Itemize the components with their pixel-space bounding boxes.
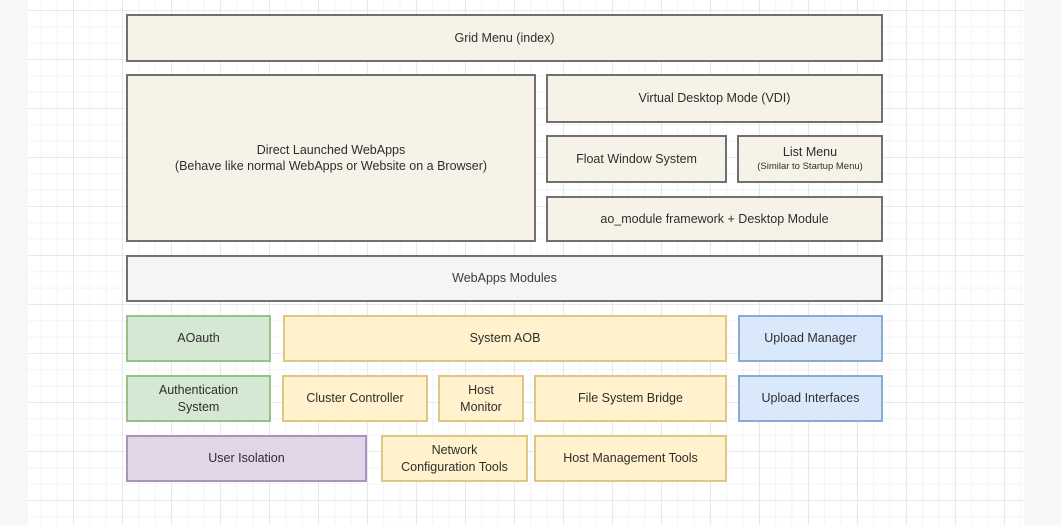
node-cluster-controller: Cluster Controller: [282, 375, 428, 422]
node-webapps-modules-label: WebApps Modules: [452, 271, 557, 286]
node-upload-manager-label: Upload Manager: [764, 331, 857, 346]
node-direct-launched-webapps-label: Direct Launched WebApps (Behave like nor…: [174, 142, 488, 173]
node-direct-launched-webapps: Direct Launched WebApps (Behave like nor…: [126, 74, 536, 242]
node-system-aob-label: System AOB: [469, 331, 541, 346]
node-virtual-desktop-mode-label: Virtual Desktop Mode (VDI): [638, 91, 791, 106]
node-list-menu-sublabel: (Similar to Startup Menu): [757, 161, 863, 173]
node-user-isolation: User Isolation: [126, 435, 367, 482]
node-grid-menu-label: Grid Menu (index): [454, 30, 555, 45]
node-ao-module-framework-label: ao_module framework + Desktop Module: [600, 211, 829, 226]
node-user-isolation-label: User Isolation: [208, 451, 285, 466]
node-list-menu: List Menu (Similar to Startup Menu): [737, 135, 883, 183]
node-upload-interfaces-label: Upload Interfaces: [761, 391, 860, 406]
node-virtual-desktop-mode: Virtual Desktop Mode (VDI): [546, 74, 883, 123]
node-network-configuration-tools-label: Network Configuration Tools: [401, 443, 508, 474]
node-float-window-system: Float Window System: [546, 135, 727, 183]
node-upload-interfaces: Upload Interfaces: [738, 375, 883, 422]
node-authentication-system: Authentication System: [126, 375, 271, 422]
node-host-monitor-label: Host Monitor: [460, 383, 502, 414]
node-authentication-system-label: Authentication System: [158, 383, 239, 414]
node-ao-module-framework: ao_module framework + Desktop Module: [546, 196, 883, 242]
node-system-aob: System AOB: [283, 315, 727, 362]
node-list-menu-label: List Menu: [782, 145, 838, 160]
node-aoauth-label: AOauth: [177, 331, 220, 346]
node-float-window-system-label: Float Window System: [576, 151, 697, 166]
node-network-configuration-tools: Network Configuration Tools: [381, 435, 528, 482]
node-upload-manager: Upload Manager: [738, 315, 883, 362]
node-aoauth: AOauth: [126, 315, 271, 362]
node-host-management-tools: Host Management Tools: [534, 435, 727, 482]
node-grid-menu: Grid Menu (index): [126, 14, 883, 62]
node-webapps-modules: WebApps Modules: [126, 255, 883, 302]
node-file-system-bridge-label: File System Bridge: [578, 391, 683, 406]
node-host-management-tools-label: Host Management Tools: [563, 451, 698, 466]
node-cluster-controller-label: Cluster Controller: [306, 391, 404, 406]
node-file-system-bridge: File System Bridge: [534, 375, 727, 422]
node-host-monitor: Host Monitor: [438, 375, 524, 422]
